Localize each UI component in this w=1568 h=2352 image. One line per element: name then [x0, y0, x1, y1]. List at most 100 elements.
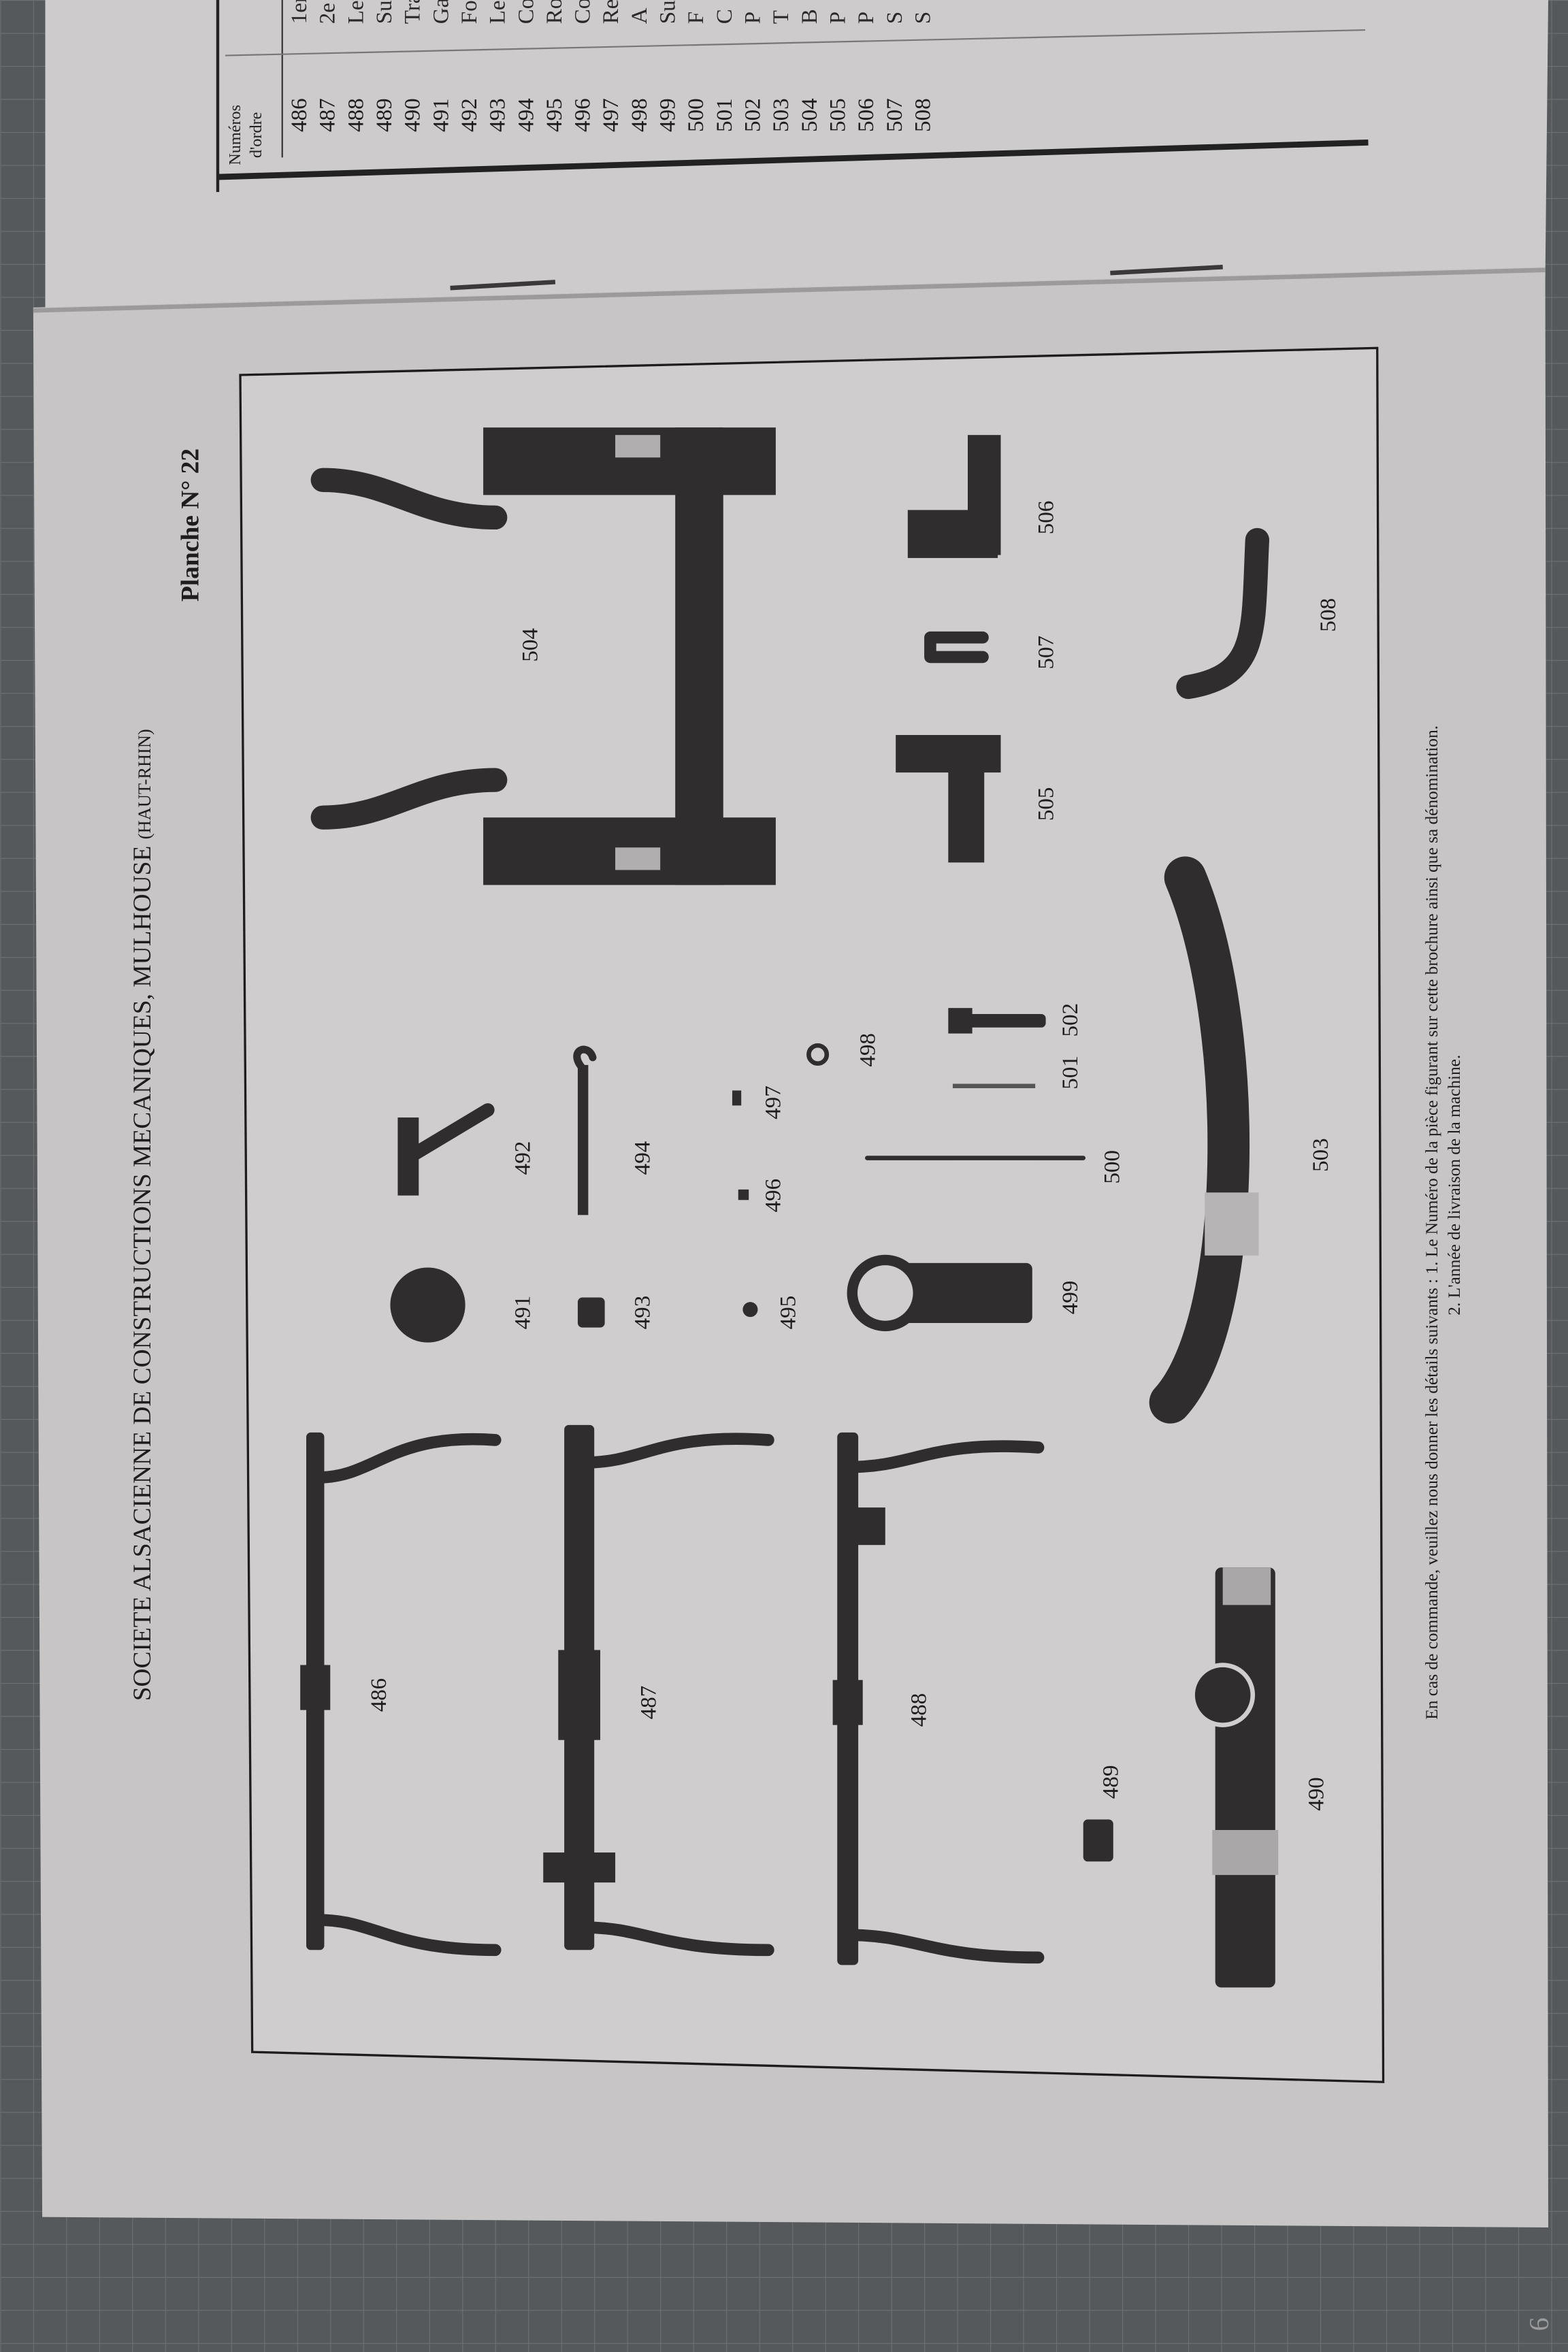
- description-fragment: T: [769, 10, 794, 24]
- description-fragment: Su: [656, 0, 681, 24]
- order-number: 487: [316, 98, 340, 132]
- order-number: 497: [599, 98, 623, 132]
- part-502: [948, 1008, 1046, 1034]
- description-fragment: P: [741, 12, 766, 24]
- part-492: [397, 1103, 495, 1196]
- order-number: 489: [372, 98, 397, 132]
- part-498: [806, 1043, 830, 1066]
- part-number-label: 488: [906, 1693, 931, 1727]
- order-number: 505: [826, 98, 850, 132]
- order-number: 488: [344, 98, 368, 132]
- part-496: [738, 1189, 749, 1200]
- part-504: [310, 427, 776, 885]
- part-number-label: 494: [631, 1141, 655, 1175]
- description-fragment: S: [883, 12, 907, 24]
- description-fragment: P: [854, 12, 879, 24]
- part-number-label: 503: [1309, 1138, 1333, 1172]
- part-number-label: 499: [1058, 1281, 1083, 1315]
- description-fragment: S: [911, 12, 935, 24]
- part-number-label: 490: [1304, 1777, 1328, 1811]
- order-number: 492: [457, 98, 482, 132]
- description-fragment: Tra: [401, 0, 425, 24]
- part-number-label: 500: [1100, 1150, 1125, 1184]
- part-491: [390, 1267, 466, 1343]
- part-490: [1190, 1567, 1279, 1988]
- order-number: 501: [713, 98, 737, 132]
- order-number: 508: [911, 98, 935, 132]
- order-number: 503: [769, 98, 794, 132]
- description-fragment: P: [826, 12, 850, 24]
- order-number: 499: [656, 98, 681, 132]
- description-fragment: B: [798, 9, 822, 24]
- order-number: 496: [571, 98, 595, 132]
- description-fragment: Sup: [372, 0, 397, 24]
- part-number-label: 501: [1058, 1056, 1083, 1090]
- description-fragment: Ro: [542, 0, 567, 24]
- order-number: 507: [883, 98, 907, 132]
- part-number-label: 502: [1058, 1003, 1083, 1037]
- binding-staples: [450, 265, 1223, 291]
- part-499: [847, 1254, 1032, 1332]
- part-number-label: 492: [510, 1141, 535, 1175]
- part-number-label: 495: [777, 1296, 801, 1330]
- part-505: [896, 735, 1001, 863]
- description-fragment: Re: [599, 0, 623, 24]
- part-495: [742, 1302, 758, 1318]
- description-fragment: A: [627, 7, 652, 24]
- order-number: 493: [486, 98, 510, 132]
- part-507: [924, 631, 989, 664]
- footer-instructions-line2: 2. L'année de livraison de la machine.: [1445, 1055, 1464, 1316]
- part-488: [832, 1432, 1045, 1965]
- order-number: 491: [429, 98, 453, 132]
- part-494: [573, 1045, 597, 1215]
- part-number-label: 505: [1034, 787, 1059, 821]
- order-number: 494: [514, 98, 538, 132]
- part-493: [577, 1297, 605, 1328]
- description-fragment: Fo: [457, 0, 482, 24]
- description-fragment: C: [713, 9, 737, 24]
- part-503: [1149, 856, 1259, 1424]
- order-number: 506: [854, 98, 879, 132]
- company-header: SOCIETE ALSACIENNE DE CONSTRUCTIONS MECA…: [129, 729, 157, 1701]
- description-fragment: Ga: [429, 0, 453, 24]
- order-number: 498: [627, 98, 652, 132]
- mat-ruler-number: 9: [1524, 2317, 1554, 2331]
- order-number: 504: [798, 98, 822, 132]
- page-gutter: [33, 267, 1546, 313]
- part-number-label: 498: [855, 1033, 880, 1067]
- order-number: 486: [287, 98, 312, 132]
- part-number-label: 508: [1316, 598, 1341, 632]
- part-489: [1083, 1819, 1113, 1862]
- part-487: [543, 1424, 774, 1957]
- part-number-label: 507: [1034, 636, 1059, 670]
- description-fragment: F: [684, 12, 708, 24]
- part-486: [300, 1432, 502, 1957]
- description-fragment: Le: [486, 0, 510, 24]
- order-number: 490: [401, 98, 425, 132]
- part-number-label: 497: [761, 1085, 785, 1120]
- description-fragment: Co: [571, 0, 595, 24]
- plate-frame: [239, 346, 1385, 2083]
- description-fragment: Co: [514, 0, 538, 24]
- order-number: 500: [684, 98, 708, 132]
- order-number: 495: [542, 98, 567, 132]
- part-497: [732, 1090, 742, 1106]
- part-number-label: 491: [510, 1296, 535, 1330]
- part-number-label: 506: [1034, 501, 1059, 535]
- plate-title: Planche N° 22: [176, 448, 204, 602]
- part-506: [907, 435, 1001, 558]
- part-number-label: 486: [367, 1678, 391, 1712]
- part-number-label: 504: [518, 628, 542, 662]
- order-number: 502: [741, 98, 766, 132]
- part-number-label: 487: [637, 1686, 662, 1720]
- part-number-label: 496: [761, 1179, 785, 1213]
- description-fragment: 2e l: [316, 0, 340, 24]
- part-508: [1176, 527, 1270, 700]
- description-fragment: 1er l: [287, 0, 312, 24]
- table-header-ordre: d'ordre: [247, 112, 265, 159]
- description-fragment: Lev: [344, 0, 368, 24]
- table-header-numeros: Numéros: [226, 105, 244, 165]
- part-number-label: 493: [631, 1296, 655, 1330]
